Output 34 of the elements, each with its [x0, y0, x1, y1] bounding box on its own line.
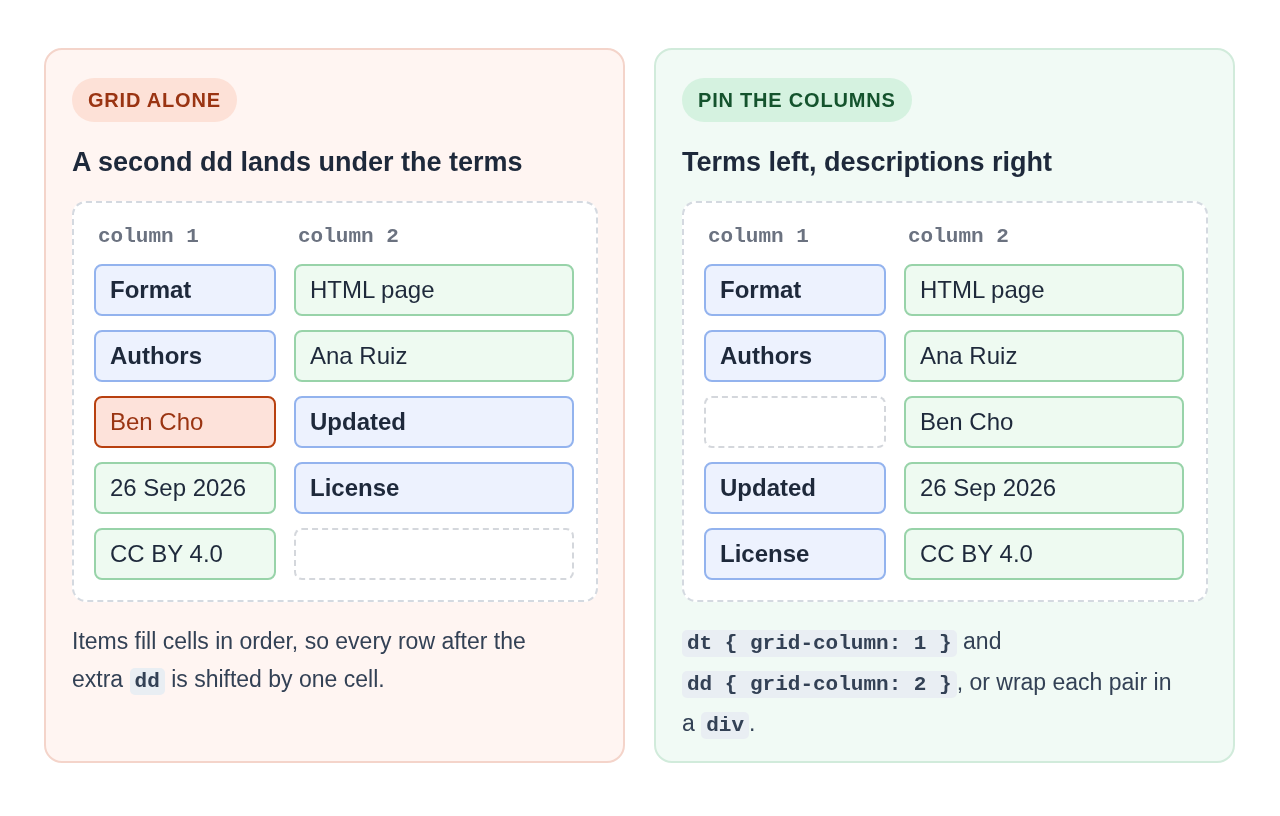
- description-box: CC BY 4.0: [94, 528, 276, 580]
- description-box: HTML page: [904, 264, 1184, 316]
- column-header: column 2: [297, 224, 400, 250]
- comparison-panel: [654, 48, 1235, 763]
- category-badge: GRID ALONE: [72, 78, 237, 122]
- term-box: Authors: [94, 330, 276, 382]
- term-box: Updated: [704, 462, 886, 514]
- description-box: CC BY 4.0: [904, 528, 1184, 580]
- explanation-text: dt { grid-column: 1 } and dd { grid-column: 2 }, or wrap each pair in a div.: [682, 627, 1173, 741]
- column-header: column 1: [707, 224, 810, 250]
- column-header: column 1: [97, 224, 200, 250]
- panel-heading: A second dd lands under the terms: [72, 146, 523, 179]
- term-box: License: [704, 528, 886, 580]
- dashed-grid-container: [682, 201, 1208, 602]
- term-box: Authors: [704, 330, 886, 382]
- misplaced-description-box: Ben Cho: [94, 396, 276, 448]
- term-box: License: [294, 462, 574, 514]
- description-box: Ana Ruiz: [904, 330, 1184, 382]
- empty-grid-slot: [294, 528, 574, 580]
- description-box: HTML page: [294, 264, 574, 316]
- term-box: Updated: [294, 396, 574, 448]
- description-box: 26 Sep 2026: [94, 462, 276, 514]
- comparison-panel: [44, 48, 625, 763]
- panel-heading: Terms left, descriptions right: [682, 146, 1053, 179]
- term-box: Format: [704, 264, 886, 316]
- description-box: Ben Cho: [904, 396, 1184, 448]
- category-badge: PIN THE COLUMNS: [682, 78, 912, 122]
- column-header: column 2: [907, 224, 1010, 250]
- term-box: Format: [94, 264, 276, 316]
- description-box: 26 Sep 2026: [904, 462, 1184, 514]
- explanation-text: Items fill cells in order, so every row after the extra dd is shifted by one cell.: [72, 627, 527, 697]
- dashed-grid-container: [72, 201, 598, 602]
- description-box: Ana Ruiz: [294, 330, 574, 382]
- empty-grid-slot: [704, 396, 886, 448]
